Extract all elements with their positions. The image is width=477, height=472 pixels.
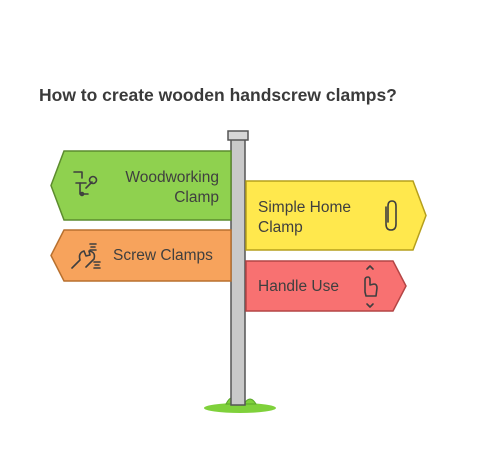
- sign-label-line: Screw Clamps: [113, 247, 213, 264]
- sign-simple-home-clamp: [245, 180, 427, 251]
- hand-swipe-icon: [364, 265, 378, 308]
- diagram-title: How to create wooden handscrew clamps?: [39, 85, 397, 105]
- ground-shadow: [204, 403, 276, 413]
- sign-label-screw-clamps: Screw Clamps: [113, 246, 213, 266]
- signpost-pole: [230, 138, 246, 406]
- wrench-bolts-icon: [71, 243, 101, 269]
- sign-label-line: Woodworking: [125, 169, 219, 186]
- clamp-tool-icon: [73, 171, 98, 197]
- sign-woodworking-clamp: [50, 150, 232, 221]
- sign-handle-use: [245, 260, 407, 312]
- sign-label-woodworking-clamp: Woodworking Clamp: [118, 168, 219, 208]
- paperclip-icon: [385, 200, 397, 231]
- sign-label-handle-use: Handle Use: [258, 277, 339, 297]
- sign-label-simple-home-clamp: Simple Home Clamp: [258, 198, 351, 238]
- sign-label-line: Handle Use: [258, 278, 339, 295]
- sign-label-line: Clamp: [258, 219, 303, 236]
- signpost-cap: [227, 130, 249, 141]
- sign-label-line: Simple Home: [258, 199, 352, 216]
- sign-label-line: Clamp: [174, 189, 219, 206]
